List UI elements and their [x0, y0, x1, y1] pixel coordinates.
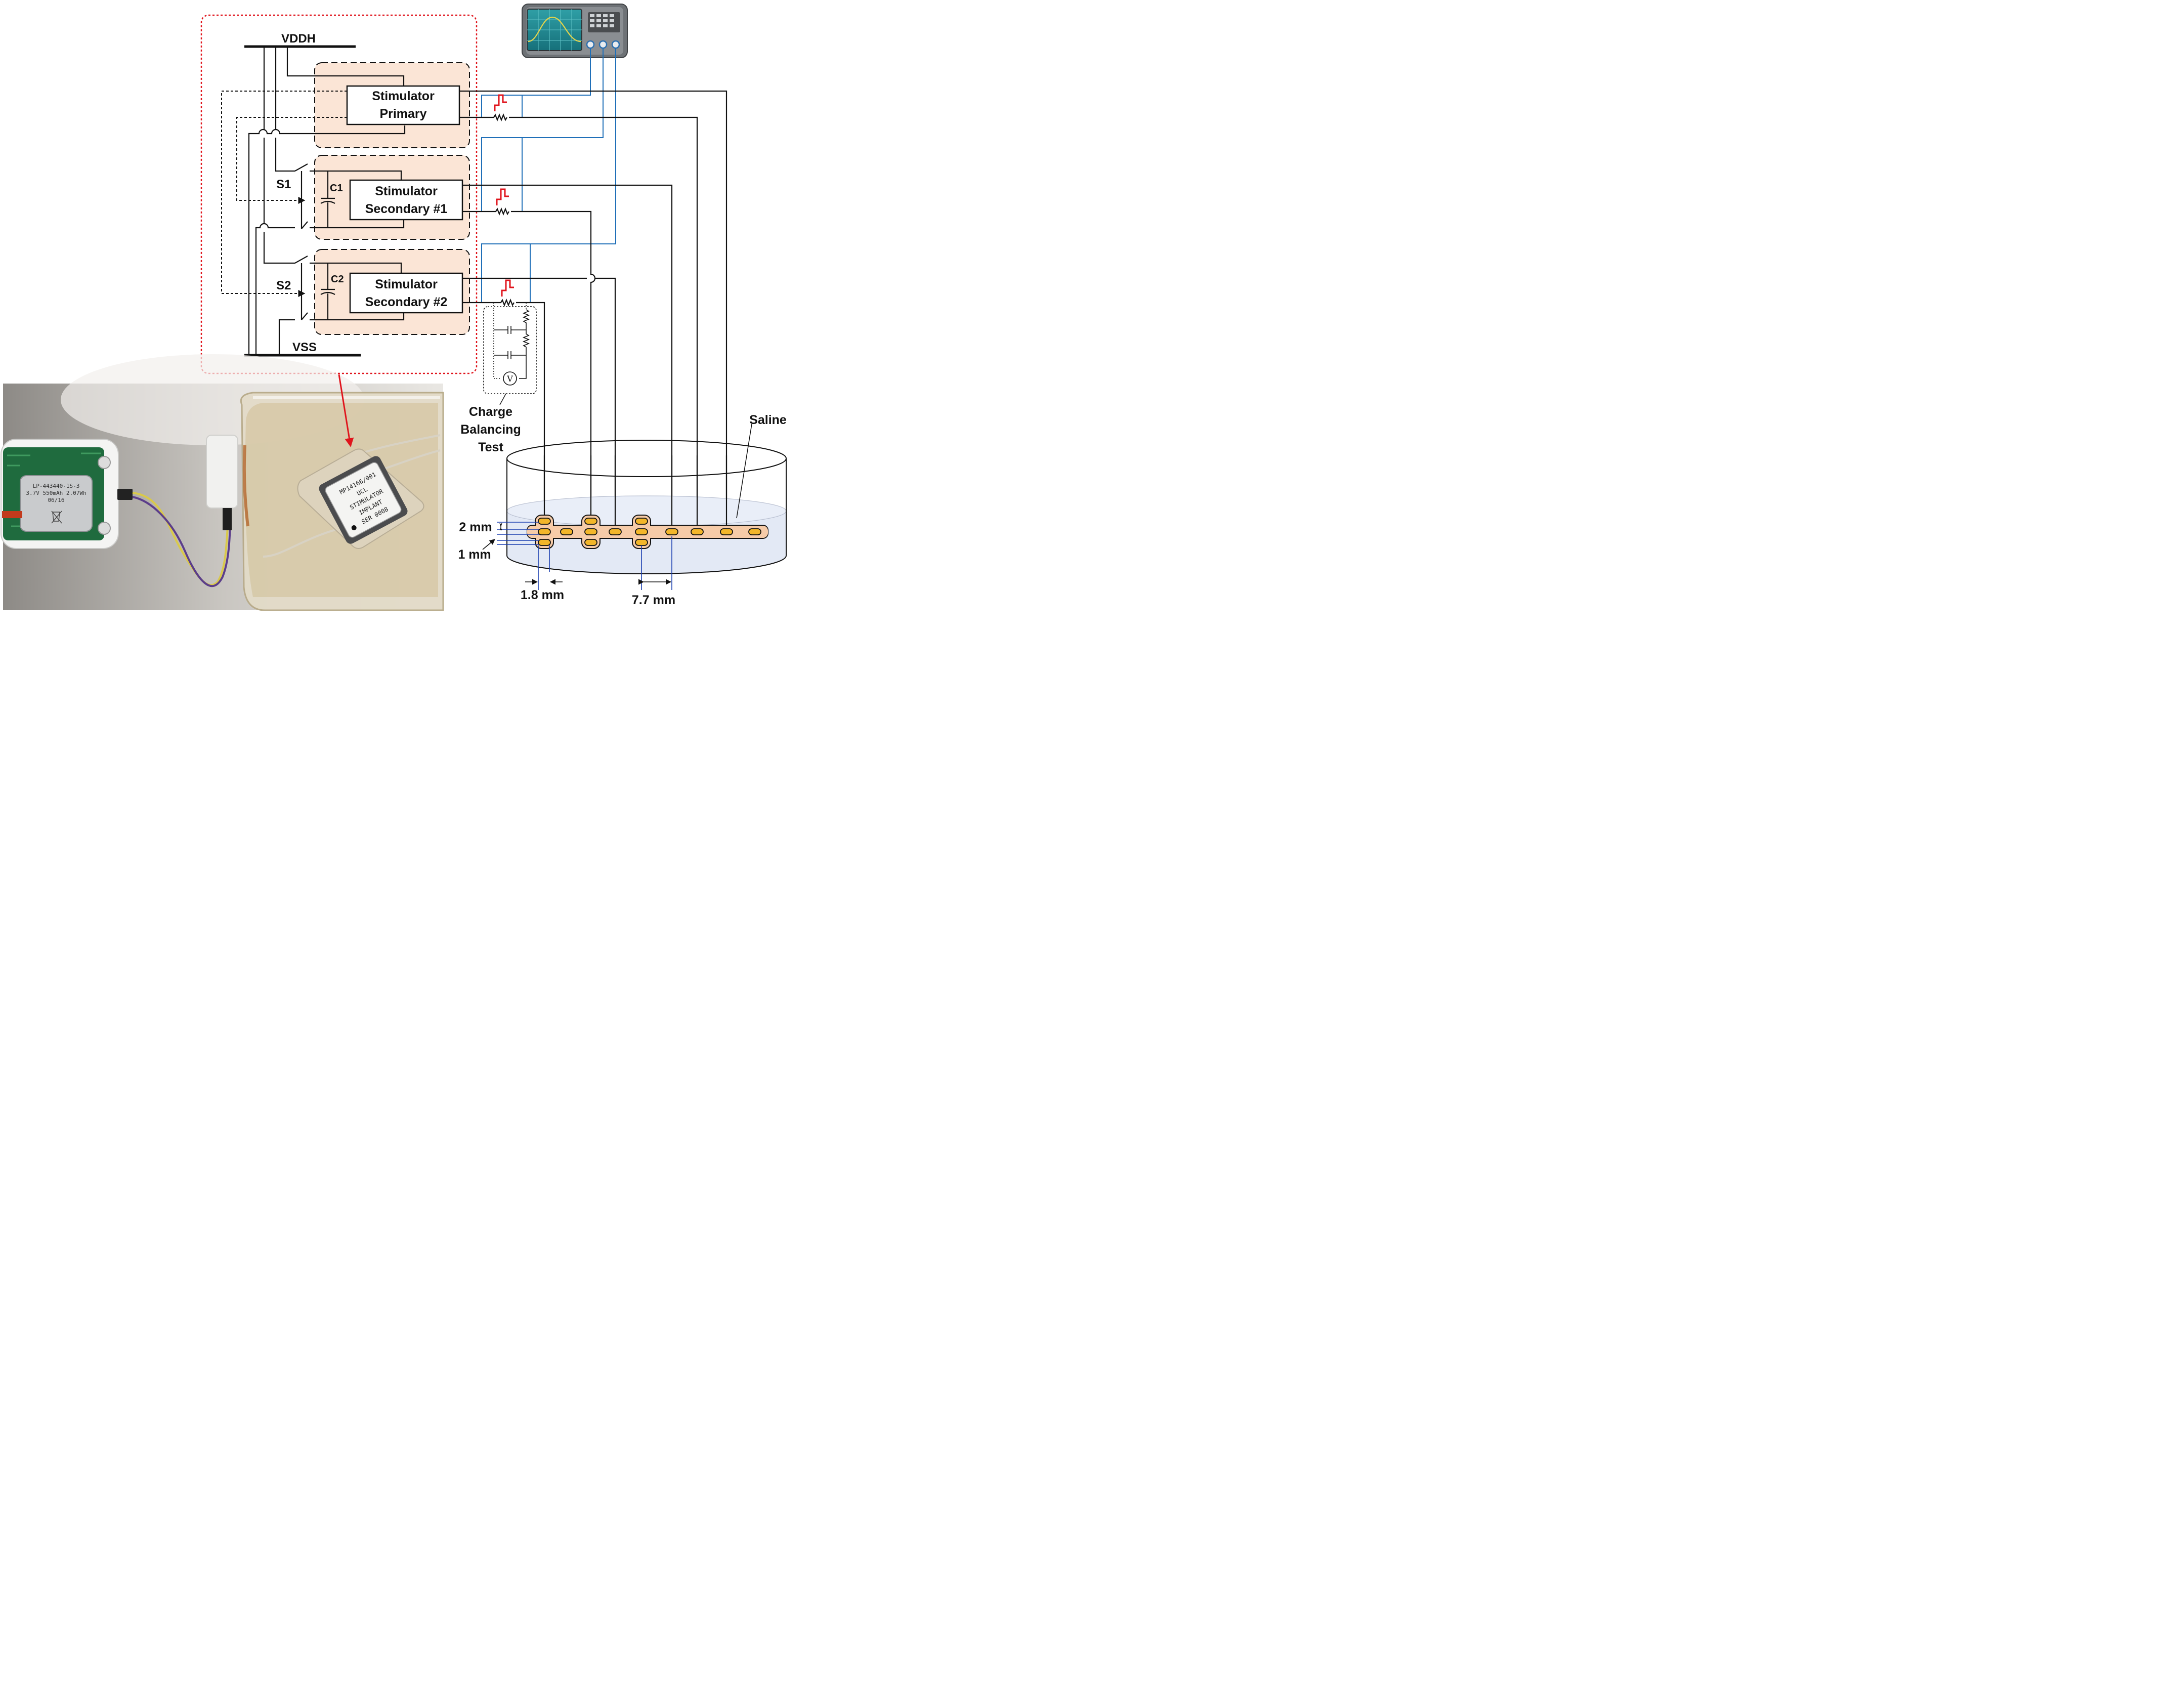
charge-balancing-test: V Charge Balancing Test — [460, 303, 537, 454]
battery-label-1: LP-443440-1S-3 — [33, 483, 80, 489]
electrode-contacts — [538, 518, 761, 546]
c1-label: C1 — [330, 183, 343, 194]
dim-2mm-label: 2 mm — [459, 520, 492, 534]
secondary-2-title: Stimulator — [375, 277, 438, 291]
battery-label-3: 06/16 — [48, 497, 64, 503]
implant-container: MP14166/001 UCL STIMULATOR IMPLANT SER 0… — [240, 392, 444, 611]
s2-label: S2 — [276, 279, 291, 292]
stimulator-chip: MP14166/001 UCL STIMULATOR IMPLANT SER 0… — [319, 456, 408, 544]
output-wires — [459, 90, 727, 529]
resistor-icon — [493, 113, 507, 121]
stimulator-circuit: Stimulator Primary Stimulator Secondary … — [200, 14, 478, 374]
battery-label-2: 3.7V 550mAh 2.07Wh — [26, 490, 86, 496]
electrode-lead — [527, 515, 768, 549]
charge-label-3: Test — [478, 440, 503, 454]
primary-subtitle: Primary — [379, 107, 426, 121]
battery-enclosure: LP-443440-1S-3 3.7V 550mAh 2.07Wh 06/16 — [1, 439, 133, 549]
charge-label-1: Charge — [469, 405, 512, 419]
stimulator-primary-box — [346, 85, 460, 125]
s1-label: S1 — [276, 178, 291, 191]
oscilloscope-icon — [522, 4, 628, 58]
dimension-lines — [482, 424, 752, 590]
biphasic-pulse-icon — [496, 188, 509, 205]
voltmeter-icon — [503, 371, 517, 386]
dim-7-7mm-label: 7.7 mm — [632, 593, 675, 607]
charge-label-2: Balancing — [460, 423, 521, 437]
secondary-1-title: Stimulator — [375, 184, 438, 198]
resistor-icon — [495, 207, 509, 216]
stimulator-secondary-2-box — [349, 272, 463, 314]
dim-1-8mm-label: 1.8 mm — [521, 588, 564, 602]
highlight-box — [200, 14, 478, 374]
secondary-2-subtitle: Secondary #2 — [365, 295, 448, 309]
vddh-label: VDDH — [281, 32, 316, 46]
biphasic-pulse-icon — [501, 279, 514, 297]
c2-capacitor — [320, 263, 335, 320]
control-line-2 — [221, 91, 347, 297]
secondary-1-subtitle: Secondary #1 — [365, 202, 448, 216]
biphasic-pulse-icon — [494, 94, 507, 111]
c1-capacitor — [320, 171, 335, 228]
stimulator-test-setup-diagram: Stimulator Primary Stimulator Secondary … — [1, 4, 787, 611]
recycle-bin-icon — [51, 511, 62, 524]
saline-label: Saline — [749, 413, 787, 427]
device-photo: LP-443440-1S-3 3.7V 550mAh 2.07Wh 06/16 — [1, 354, 444, 611]
stimulator-secondary-1-box — [349, 179, 463, 221]
lead-wire-ends — [543, 455, 727, 529]
voltmeter-label: V — [506, 374, 513, 384]
primary-title: Stimulator — [372, 89, 435, 103]
c2-label: C2 — [331, 274, 344, 285]
dim-1mm-label: 1 mm — [458, 547, 491, 562]
vss-label: VSS — [292, 341, 317, 354]
resistor-icon — [519, 309, 530, 379]
saline-dish — [506, 440, 787, 574]
pointer-arrow — [338, 374, 354, 447]
resistor-icon — [500, 299, 515, 307]
probe-wires — [481, 48, 616, 303]
control-line-1 — [236, 117, 347, 204]
